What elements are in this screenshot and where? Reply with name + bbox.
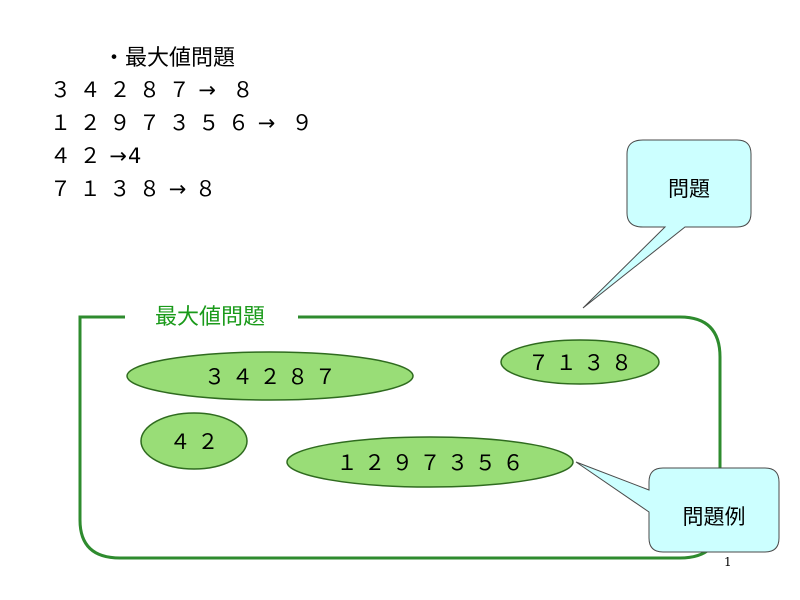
instance-ellipse-1: ３ ４ ２ ８ ７ (126, 351, 414, 401)
instance-label-1: ３ ４ ２ ８ ７ (204, 365, 336, 389)
example-line-1: ３ ４ ２ ８ ７ → ８ (50, 78, 255, 102)
callout-problem: 問題 (582, 139, 752, 309)
example-line-4: ７ １ ３ ８ → ８ (50, 177, 217, 201)
instance-label-2: ７ １ ３ ８ (528, 351, 632, 375)
callout-instance-text: 問題例 (683, 505, 746, 529)
example-line-3: ４ ２ →4 (50, 144, 143, 168)
instance-ellipse-4: １ ２ ９ ７ ３ ５ ６ (286, 436, 574, 488)
example-line-2: １ ２ ９ ７ ３ ５ ６ → ９ (50, 111, 314, 135)
callout-problem-text: 問題 (668, 177, 710, 201)
problem-set-frame (78, 315, 722, 560)
instance-label-4: １ ２ ９ ７ ３ ５ ６ (336, 451, 523, 475)
instance-label-3: ４ ２ (170, 430, 219, 454)
page-number: 1 (724, 555, 732, 569)
heading: ・最大値問題 (103, 46, 236, 71)
instance-ellipse-2: ７ １ ３ ８ (500, 339, 660, 385)
callout-instance: 問題例 (575, 461, 780, 553)
problem-set-label: 最大値問題 (155, 305, 265, 330)
instance-ellipse-3: ４ ２ (140, 412, 248, 470)
